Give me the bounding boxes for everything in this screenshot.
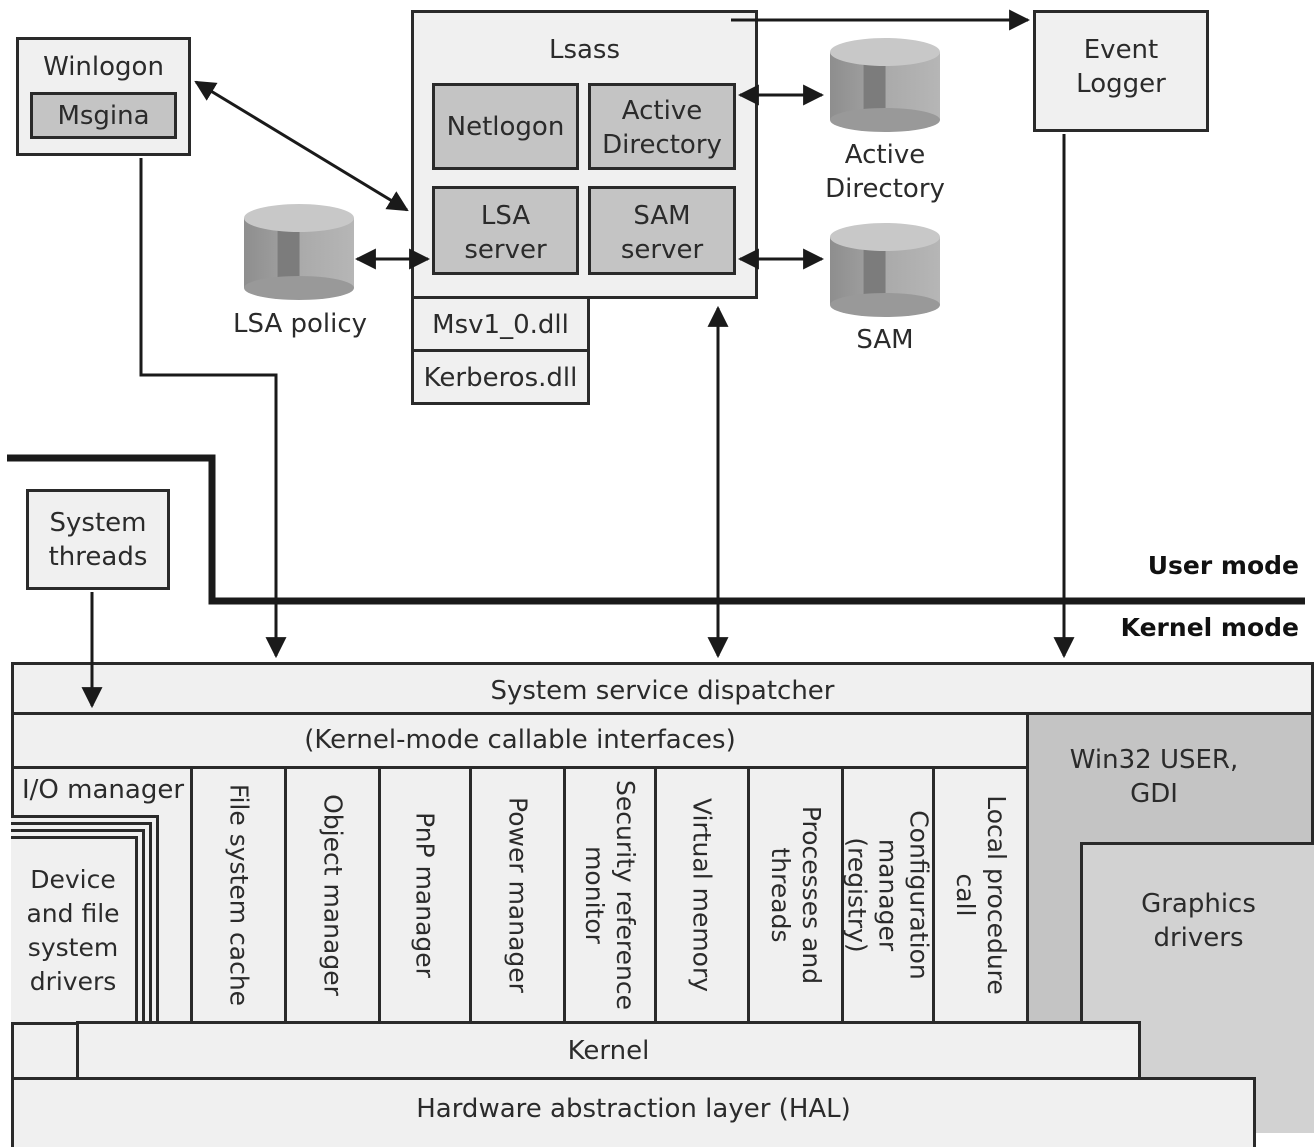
lsa-policy-db-label: LSA policy [232, 309, 368, 339]
callable-interfaces-label: (Kernel-mode callable interfaces) [304, 725, 736, 755]
netlogon-box: Netlogon [432, 83, 579, 170]
active-directory-database-icon [830, 38, 940, 132]
kerberos-dll-label: Kerberos.dll [423, 363, 578, 393]
sam-server-label: SAM server [620, 201, 704, 265]
sam-db-label: SAM [856, 325, 914, 355]
security-reference-monitor-column: Security reference monitor [563, 767, 654, 1023]
active-directory-service-label: Active Directory [602, 96, 722, 160]
virtual-memory-column: Virtual memory [654, 767, 747, 1023]
executive-area: (Kernel-mode callable interfaces) [11, 712, 1029, 1080]
kernel-mode-label: Kernel mode [1120, 613, 1299, 642]
device-drivers-label: Device and file system drivers [26, 865, 120, 996]
kernel-label: Kernel [567, 1036, 650, 1066]
winlogon-label: Winlogon [43, 52, 164, 82]
user-kernel-boundary [7, 454, 1305, 605]
graphics-drivers-label: Graphics drivers [1141, 889, 1256, 953]
lsa-server-box: LSA server [432, 186, 579, 275]
hal-label: Hardware abstraction layer (HAL) [416, 1094, 851, 1124]
device-drivers-box: Device and file system drivers [11, 836, 138, 1025]
winlogon-dispatcher-arrow [139, 158, 287, 659]
system-threads-label: System threads [48, 508, 148, 572]
kerberos-dll-box: Kerberos.dll [411, 349, 590, 405]
sam-database-icon [830, 223, 940, 317]
power-manager-column: Power manager [469, 767, 563, 1023]
object-manager-column: Object manager [284, 767, 378, 1023]
configuration-manager-column: Configuration manager (registry) [841, 767, 934, 1023]
lsa-server-label: LSA server [464, 201, 547, 265]
win32-label: Win32 USER, GDI [1069, 745, 1239, 809]
file-system-cache-column: File system cache [190, 767, 284, 1023]
msgina-label: Msgina [57, 101, 150, 131]
dispatcher-label: System service dispatcher [490, 676, 835, 706]
winlogon-lsass-arrow [194, 80, 409, 212]
active-directory-service-box: Active Directory [588, 83, 736, 170]
active-directory-db-label: Active Directory [825, 140, 945, 204]
sam-server-box: SAM server [588, 186, 736, 275]
pnp-manager-column: PnP manager [378, 767, 469, 1023]
netlogon-label: Netlogon [446, 112, 565, 142]
lsass-label: Lsass [548, 35, 621, 65]
user-mode-label: User mode [1147, 551, 1299, 580]
event-logger-box: Event Logger [1033, 10, 1209, 132]
io-manager-label: I/O manager [21, 775, 185, 805]
msv-dll-box: Msv1_0.dll [411, 296, 590, 352]
processes-and-threads-column: Processes and threads [747, 767, 841, 1023]
event-logger-label: Event Logger [1076, 35, 1166, 99]
system-threads-box: System threads [26, 489, 170, 590]
msv-dll-label: Msv1_0.dll [432, 310, 569, 340]
local-procedure-call-column: Local procedure call [932, 767, 1026, 1023]
system-service-dispatcher: System service dispatcher [11, 662, 1314, 718]
msgina-box: Msgina [30, 92, 177, 139]
lsa-policy-database-icon [244, 204, 354, 300]
